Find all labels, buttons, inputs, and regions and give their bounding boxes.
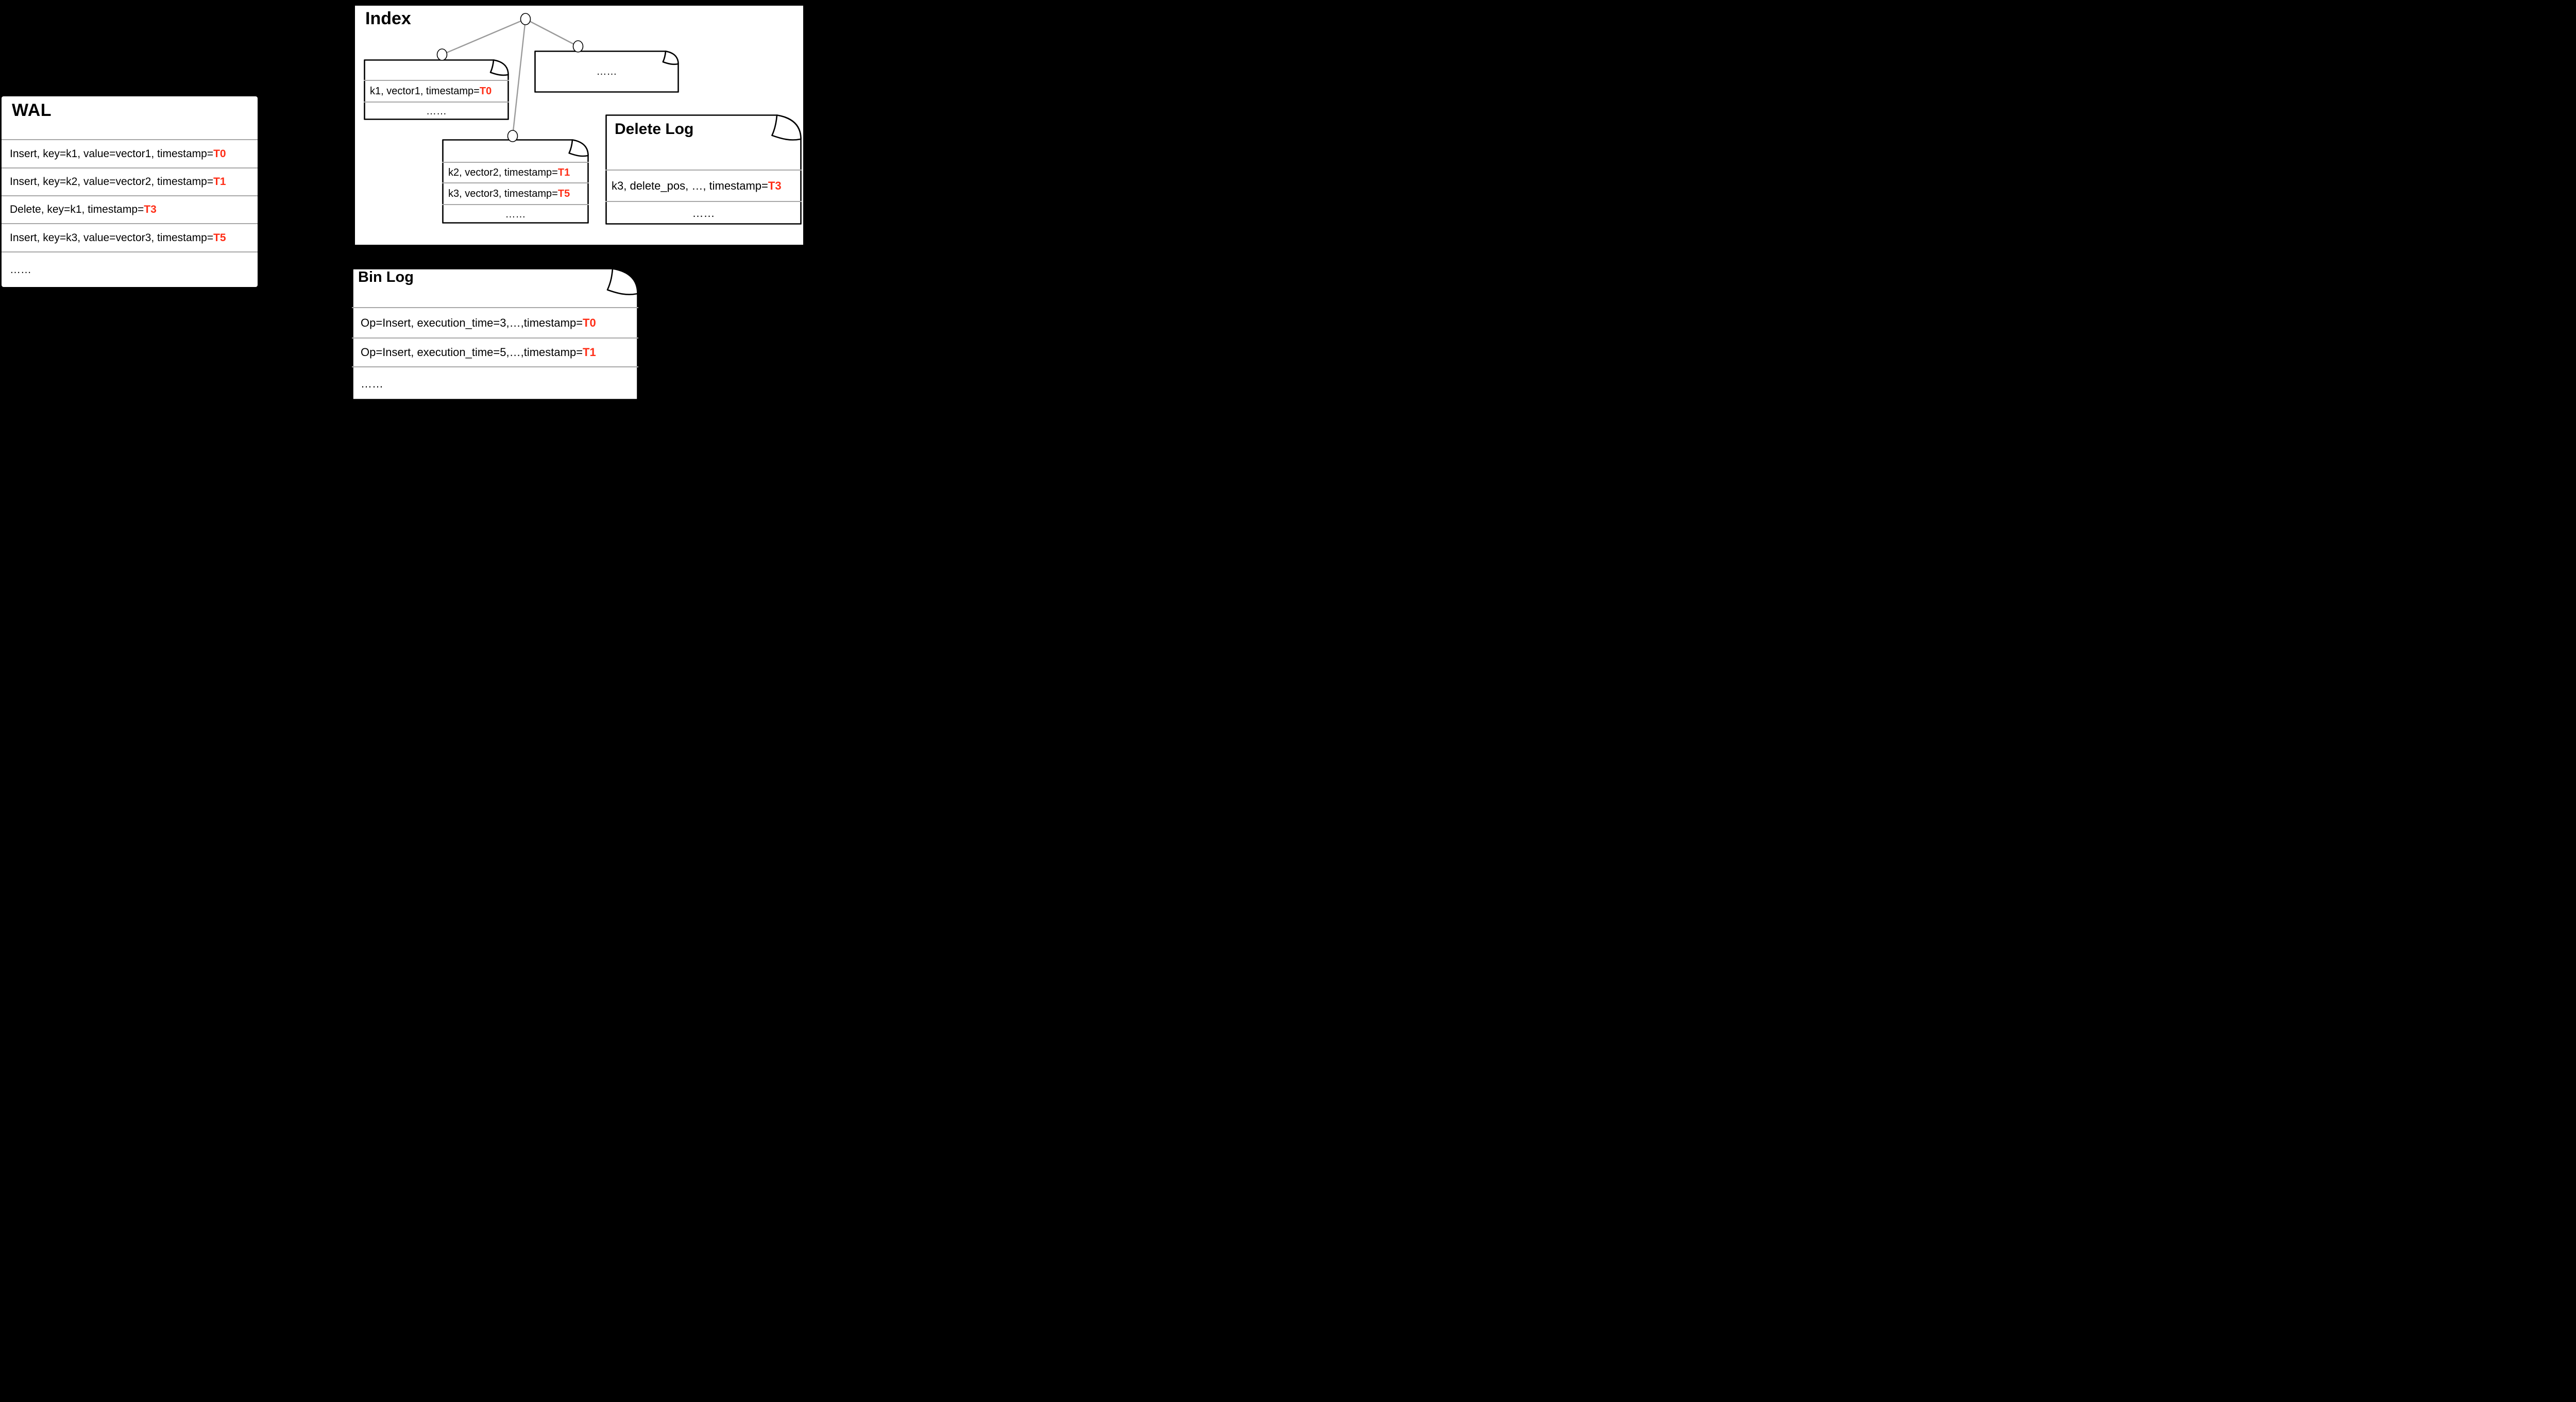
folded-corner [568, 139, 589, 157]
bin-log-row: Op=Insert, execution_time=3,…,timestamp=… [352, 307, 638, 337]
bin-log-title: Bin Log [358, 269, 414, 285]
ellipsis-row: …… [352, 366, 638, 400]
timestamp-highlight: T1 [583, 346, 596, 359]
document-outline [534, 50, 679, 93]
ellipsis-text: …… [10, 263, 31, 276]
bin-log-row: Op=Insert, execution_time=5,…,timestamp=… [352, 337, 638, 366]
tree-edge-root-right [525, 18, 579, 47]
architecture-diagram: WAL Insert, key=k1, value=vector1, times… [0, 0, 808, 402]
index-entry-row: k1, vector1, timestamp=T0 [364, 80, 509, 102]
timestamp-highlight: T5 [213, 231, 226, 244]
ellipsis-row: …… [534, 50, 679, 93]
delete-log-title-area: Delete Log [605, 114, 802, 170]
ellipsis-row: …… [605, 201, 802, 225]
page-header-area [364, 59, 509, 80]
ellipsis-text: …… [692, 207, 715, 219]
delete-log-title: Delete Log [615, 121, 694, 138]
folded-corner [771, 114, 802, 141]
tree-node-left [436, 48, 448, 61]
log-entry-text: Insert, key=k2, value=vector2, timestamp… [10, 176, 214, 188]
ellipsis-text: …… [596, 65, 617, 77]
wal-log-row: Insert, key=k3, value=vector3, timestamp… [2, 223, 258, 251]
document-outline [442, 139, 589, 224]
index-entry-row: k3, vector3, timestamp=T5 [442, 182, 589, 204]
wal-log-row: Insert, key=k2, value=vector2, timestamp… [2, 167, 258, 195]
index-segment-page-k2-k3: k2, vector2, timestamp=T1 k3, vector3, t… [442, 139, 589, 224]
wal-title: WAL [12, 100, 52, 120]
timestamp-highlight: T3 [768, 179, 782, 192]
log-entry-text: Op=Insert, execution_time=5,…,timestamp= [361, 346, 583, 359]
tree-edge-root-middle [512, 19, 527, 137]
ellipsis-text: …… [505, 208, 526, 220]
document-outline [364, 59, 509, 120]
wal-log-row: Delete, key=k1, timestamp=T3 [2, 195, 258, 223]
index-segment-page-other: …… [534, 50, 679, 93]
folded-corner [606, 268, 638, 295]
index-title: Index [365, 9, 411, 28]
page-header-area [442, 139, 589, 162]
wal-ellipsis-row: …… [2, 251, 258, 287]
ellipsis-text: …… [361, 377, 383, 390]
log-entry-text: Insert, key=k3, value=vector3, timestamp… [10, 231, 214, 244]
timestamp-highlight: T0 [583, 316, 596, 329]
delete-log-row: k3, delete_pos, …, timestamp=T3 [605, 170, 802, 201]
delete-log-box: Delete Log k3, delete_pos, …, timestamp=… [605, 114, 802, 225]
wal-box: WAL Insert, key=k1, value=vector1, times… [2, 96, 258, 287]
log-entry-text: Insert, key=k1, value=vector1, timestamp… [10, 147, 214, 160]
index-entry-text: k2, vector2, timestamp= [448, 166, 558, 178]
timestamp-highlight: T1 [213, 176, 226, 188]
log-entry-text: Delete, key=k1, timestamp= [10, 204, 144, 215]
bin-log-title-area: Bin Log [352, 268, 638, 307]
timestamp-highlight: T1 [557, 166, 570, 178]
timestamp-highlight: T3 [144, 204, 157, 215]
wal-log-row: Insert, key=k1, value=vector1, timestamp… [2, 139, 258, 167]
ellipsis-text: …… [426, 105, 447, 117]
folded-corner [662, 50, 679, 65]
ellipsis-row: …… [364, 102, 509, 120]
index-panel: Index k1, vector1, timestamp=T0 …… …… [353, 4, 805, 246]
tree-node-root [520, 13, 531, 25]
folded-corner [489, 59, 509, 76]
timestamp-highlight: T0 [213, 147, 226, 160]
index-entry-text: k3, vector3, timestamp= [448, 188, 558, 199]
log-entry-text: k3, delete_pos, …, timestamp= [612, 179, 768, 192]
index-entry-row: k2, vector2, timestamp=T1 [442, 162, 589, 182]
index-entry-text: k1, vector1, timestamp= [370, 85, 480, 97]
ellipsis-row: …… [442, 204, 589, 224]
timestamp-highlight: T5 [557, 188, 570, 199]
index-segment-page-k1: k1, vector1, timestamp=T0 …… [364, 59, 509, 120]
timestamp-highlight: T0 [479, 85, 492, 97]
tree-edge-root-left [442, 18, 526, 56]
log-entry-text: Op=Insert, execution_time=3,…,timestamp= [361, 316, 583, 329]
bin-log-box: Bin Log Op=Insert, execution_time=3,…,ti… [352, 268, 638, 400]
